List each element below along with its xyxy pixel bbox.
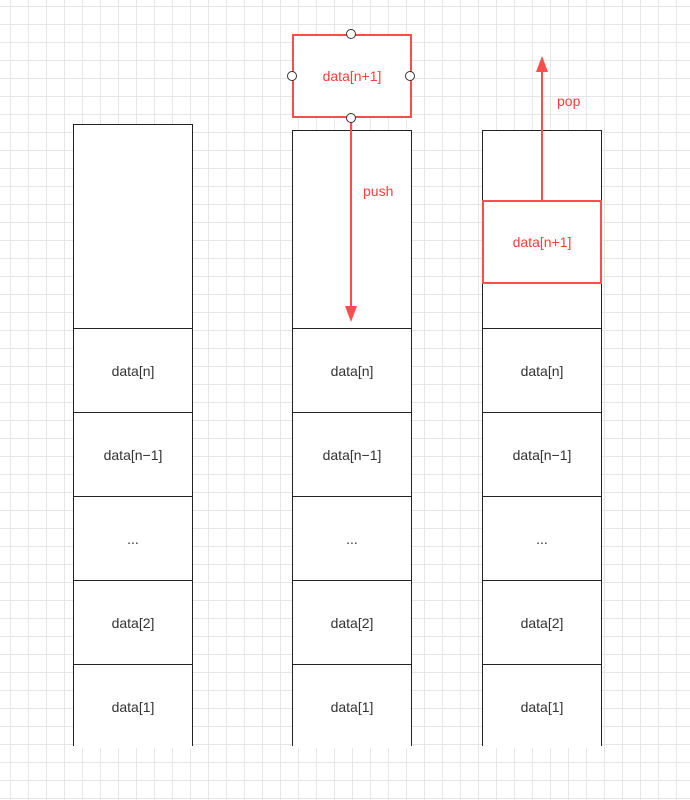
stack-cell: data[n] — [293, 328, 411, 412]
stack-cell: data[n] — [74, 328, 192, 412]
stack-cell: data[1] — [293, 664, 411, 748]
stack-cell: data[n−1] — [293, 412, 411, 496]
stack-push: data[n] data[n−1] ... data[2] data[1] — [292, 130, 412, 748]
pop-label: pop — [557, 93, 581, 109]
stack-cell: data[2] — [74, 580, 192, 664]
stack-cell: data[n−1] — [74, 412, 192, 496]
stack-cell: data[n] — [483, 328, 601, 412]
stack-cell: data[2] — [293, 580, 411, 664]
stack-cell: data[1] — [483, 664, 601, 748]
selection-handle-right[interactable] — [405, 71, 415, 81]
stack-cell: ... — [483, 496, 601, 580]
stack-cell: data[n−1] — [483, 412, 601, 496]
selection-handle-bottom[interactable] — [346, 113, 356, 123]
stack-cell: ... — [74, 496, 192, 580]
stack-cell: data[1] — [74, 664, 192, 748]
selection-handle-top[interactable] — [346, 29, 356, 39]
push-element-box: data[n+1] — [292, 34, 412, 118]
stack-cell: ... — [293, 496, 411, 580]
push-label: push — [363, 183, 394, 199]
push-element-label: data[n+1] — [322, 68, 382, 84]
selection-handle-left[interactable] — [287, 71, 297, 81]
stack-initial: data[n] data[n−1] ... data[2] data[1] — [73, 124, 193, 748]
pop-element-box: data[n+1] — [482, 200, 602, 284]
stack-cell: data[2] — [483, 580, 601, 664]
pop-element-label: data[n+1] — [512, 234, 572, 250]
